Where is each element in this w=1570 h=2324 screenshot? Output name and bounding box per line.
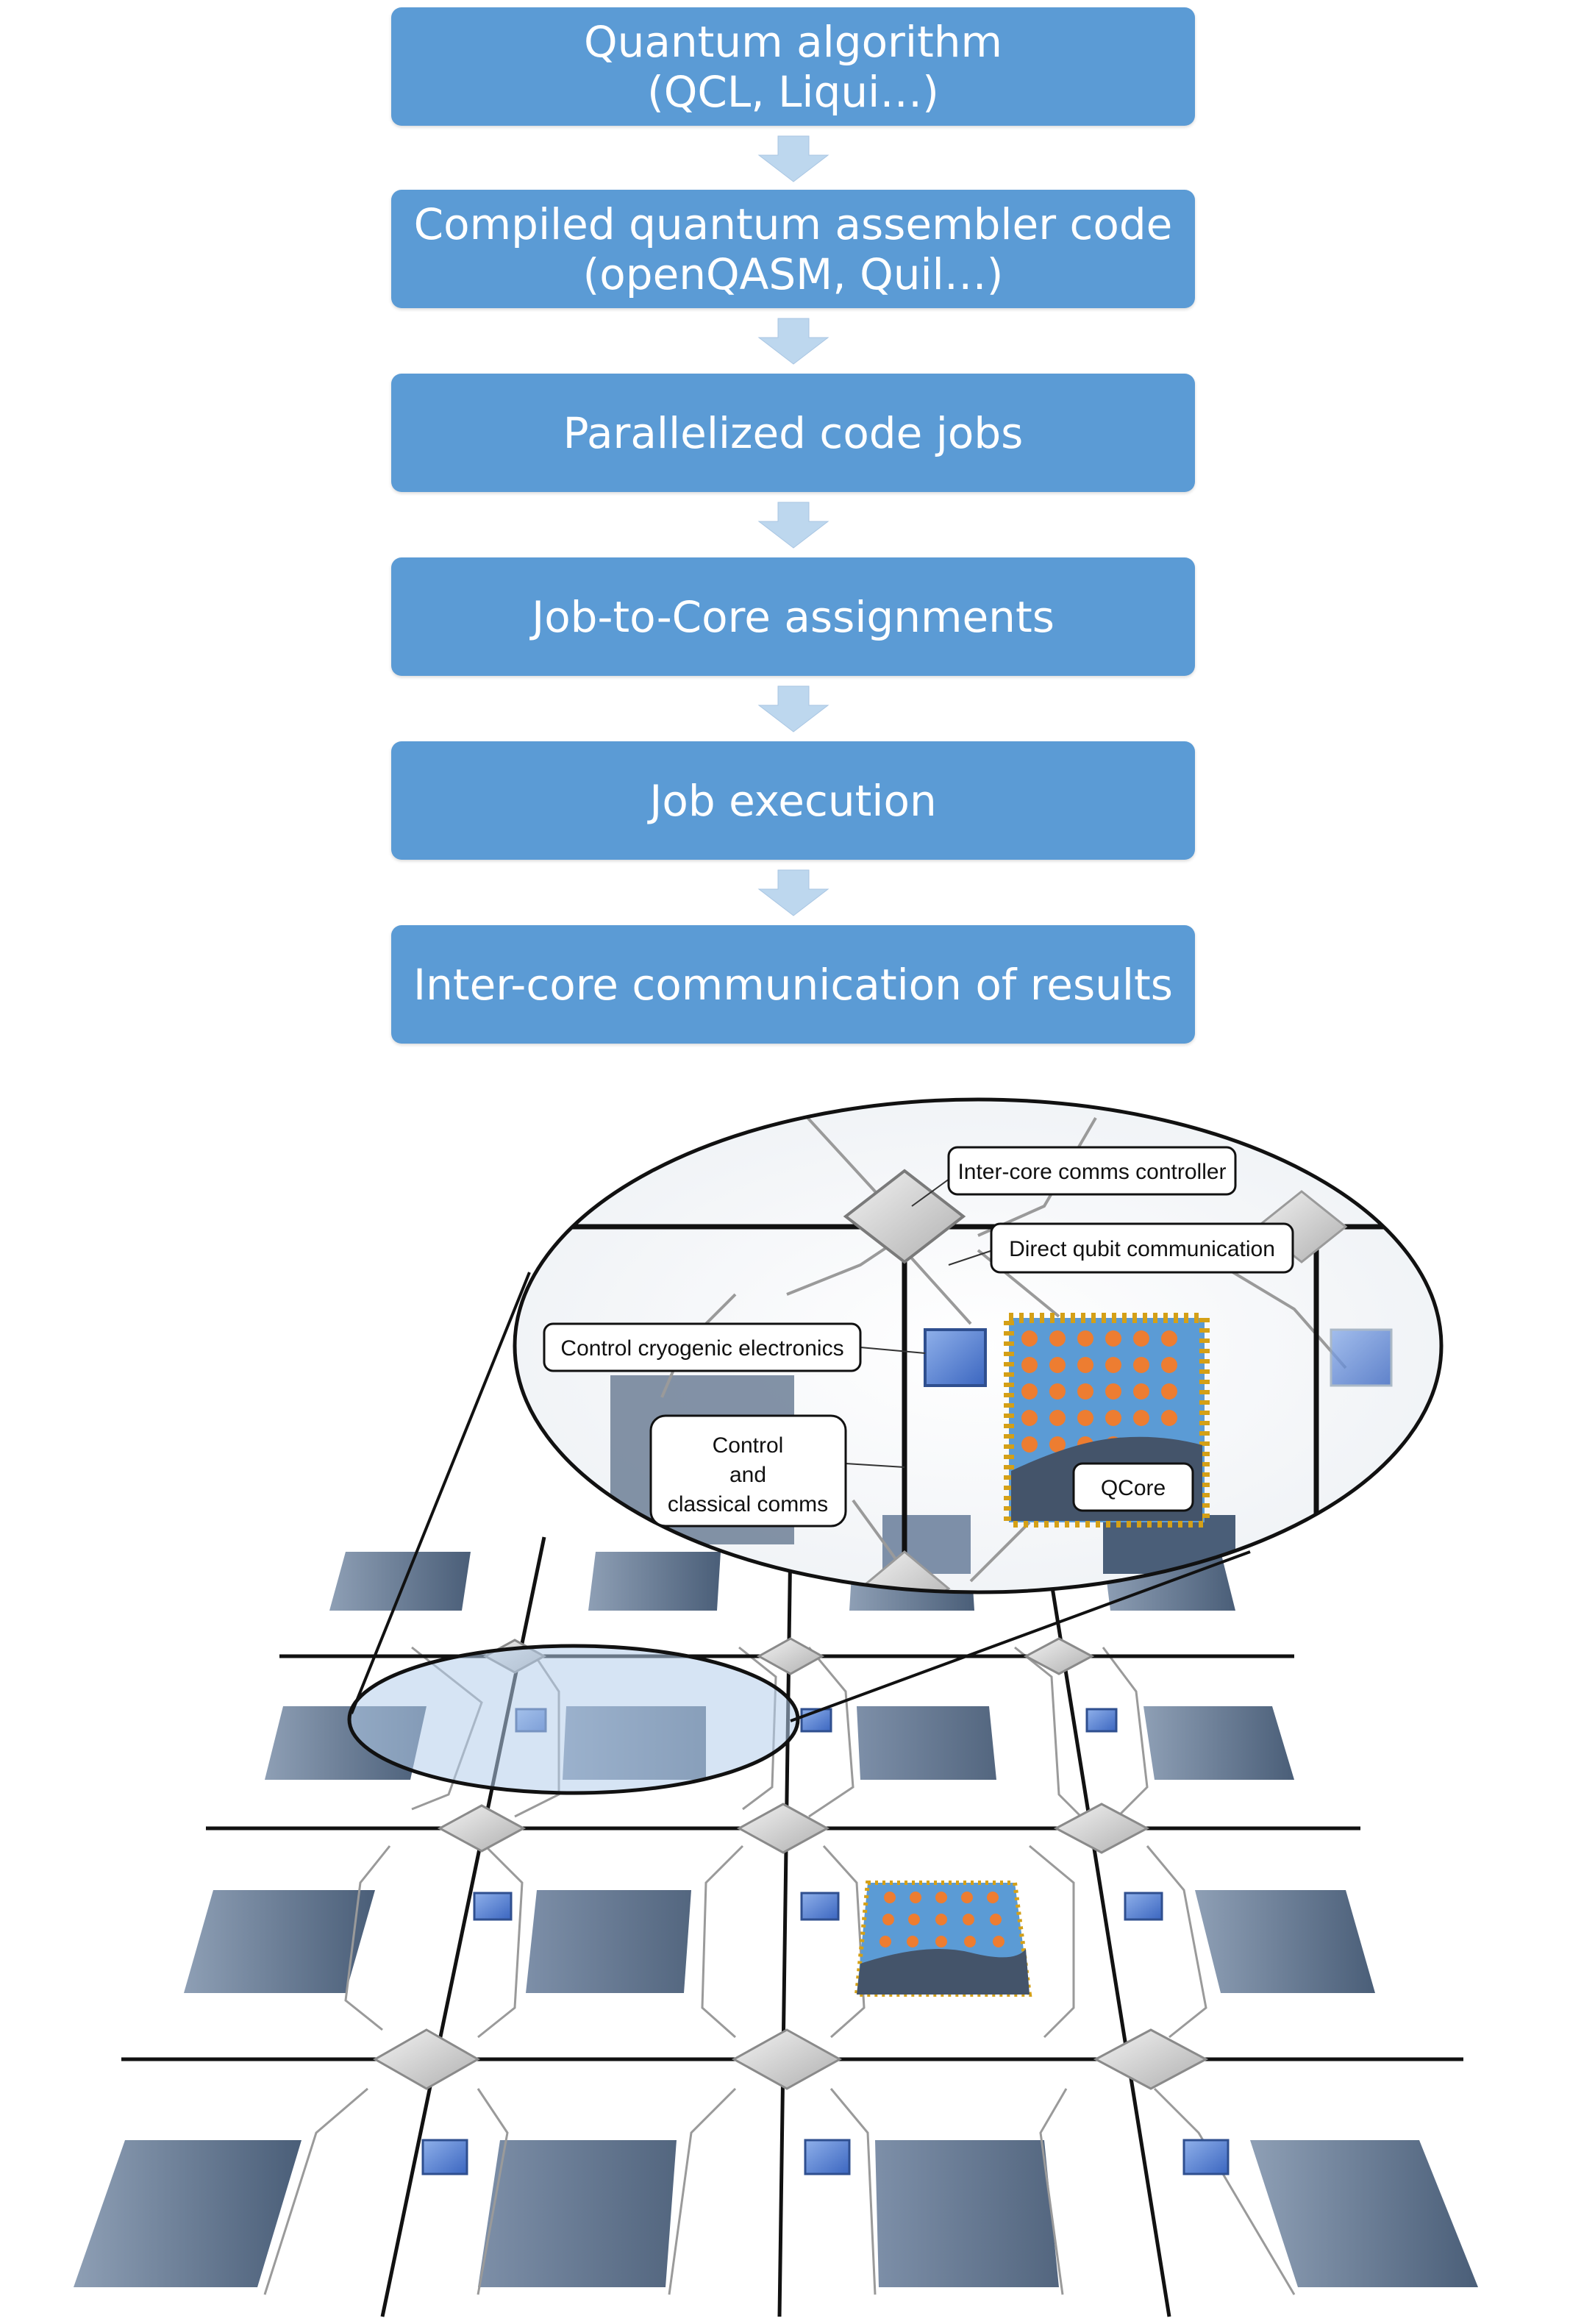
callout-text: Control: [713, 1433, 784, 1458]
down-arrow-icon: [757, 135, 829, 182]
cryo-chip-icon: [1085, 1708, 1118, 1733]
zoom-source-ellipse: [347, 1644, 800, 1795]
magnified-view: Inter-core comms controller Direct qubit…: [513, 1097, 1444, 1594]
callout-intercore-controller: Inter-core comms controller: [947, 1146, 1237, 1196]
cryo-chip-icon: [800, 1892, 840, 1921]
diamond-node-icon: [731, 2028, 843, 2090]
callout-control-comms: Control and classical comms: [649, 1414, 847, 1528]
architecture-diagram: Inter-core comms controller Direct qubit…: [74, 1097, 1478, 2317]
step-label: Inter-core communication of results: [413, 959, 1174, 1010]
cryo-chip-icon: [473, 1892, 513, 1921]
diamond-node-icon: [1023, 1637, 1095, 1675]
callout-text: and: [729, 1463, 766, 1487]
flow-step-intercore-results: Inter-core communication of results: [391, 925, 1195, 1044]
core-tile: [478, 2140, 677, 2287]
down-arrow-icon: [757, 869, 829, 916]
step-label: Job-to-Core assignments: [532, 591, 1055, 642]
core-tile: [184, 1890, 375, 1993]
down-arrow-icon: [757, 318, 829, 365]
down-arrow-icon: [757, 502, 829, 549]
step-label: Quantum algorithm: [583, 16, 1003, 67]
core-tile: [1143, 1706, 1294, 1780]
flow-step-parallelized-jobs: Parallelized code jobs: [391, 374, 1195, 492]
step-label: Job execution: [649, 775, 937, 826]
callout-direct-qubit: Direct qubit communication: [990, 1222, 1294, 1274]
diamond-node-icon: [437, 1804, 527, 1853]
comm-controllers: [372, 1637, 1209, 2090]
cryo-chip-icon: [1124, 1892, 1163, 1921]
step-label: Compiled quantum assembler code: [413, 199, 1173, 249]
core-tile: [875, 2140, 1059, 2287]
callout-text: Direct qubit communication: [1009, 1237, 1275, 1261]
step-sublabel: (openQASM, Quil…): [582, 249, 1004, 299]
callout-text: Inter-core comms controller: [957, 1160, 1226, 1184]
qcore-chip-grid: [854, 1881, 1032, 1997]
core-tile: [526, 1890, 691, 1993]
callout-text: Control cryogenic electronics: [560, 1336, 843, 1361]
cryo-chip-icon: [804, 2139, 851, 2175]
callout-cryogenic: Control cryogenic electronics: [543, 1322, 862, 1372]
core-tile: [329, 1552, 471, 1611]
diamond-node-icon: [372, 2028, 481, 2090]
diamond-node-icon: [756, 1637, 825, 1675]
down-arrow-icon: [757, 685, 829, 733]
flow-step-job-execution: Job execution: [391, 741, 1195, 860]
cryo-chip-icon: [421, 2139, 468, 2175]
core-tile: [588, 1552, 721, 1611]
core-tile: [1195, 1890, 1375, 1993]
flow-arrows: [757, 135, 829, 916]
cryo-chip-icon: [800, 1708, 832, 1733]
callout-text: QCore: [1101, 1476, 1166, 1500]
flow-step-compiled-assembler: Compiled quantum assembler code (openQAS…: [391, 190, 1195, 308]
step-sublabel: (QCL, Liqui…): [647, 66, 939, 117]
flow-step-quantum-algorithm: Quantum algorithm (QCL, Liqui…): [391, 7, 1195, 126]
callout-text: classical comms: [668, 1492, 828, 1516]
flow-step-job-to-core: Job-to-Core assignments: [391, 557, 1195, 676]
callout-qcore: QCore: [1072, 1462, 1194, 1512]
core-tile: [1250, 2140, 1478, 2287]
core-tile: [74, 2140, 301, 2287]
diamond-node-icon: [1093, 2028, 1209, 2090]
cryo-chip-icon: [1182, 2139, 1230, 2175]
diamond-node-icon: [736, 1803, 830, 1854]
diamond-node-icon: [1053, 1803, 1150, 1854]
core-tile: [857, 1706, 996, 1780]
step-label: Parallelized code jobs: [563, 407, 1024, 458]
